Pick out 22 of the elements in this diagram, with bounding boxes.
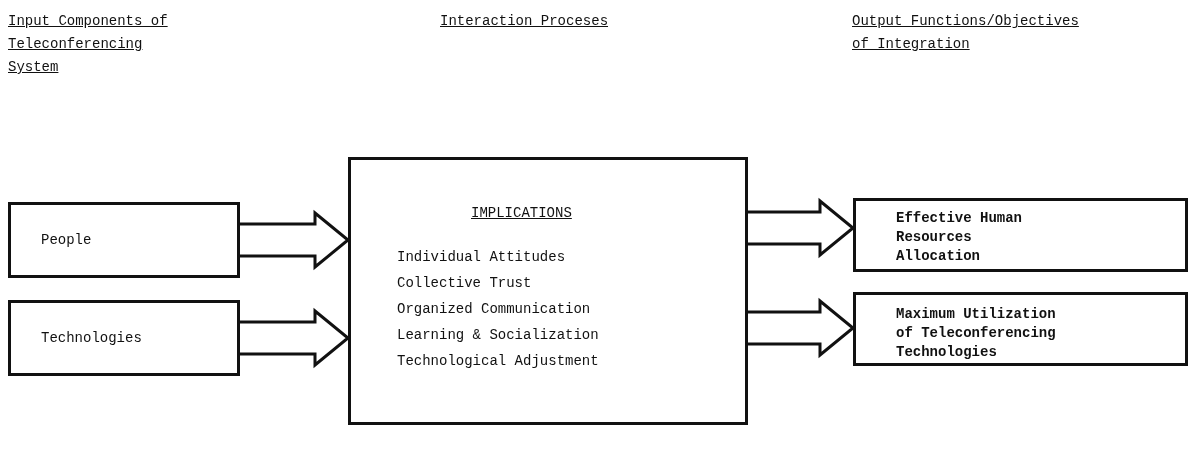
block-arrow xyxy=(238,209,351,271)
process-box xyxy=(853,198,1188,272)
heading-text: IMPLICATIONS xyxy=(471,204,572,222)
column-heading: Output Functions/Objectives of Integration xyxy=(852,12,1080,54)
box-text: Learning & Socialization xyxy=(397,326,599,344)
box-text: Collective Trust xyxy=(397,274,532,292)
column-heading: Interaction Proceses xyxy=(440,12,609,31)
box-text: People xyxy=(41,231,92,249)
process-box xyxy=(8,300,240,376)
box-text: Technologies xyxy=(41,329,142,347)
box-text: Individual Attitudes xyxy=(397,248,566,266)
process-box xyxy=(8,202,240,278)
box-text: Organized Communication xyxy=(397,300,591,318)
box-text: Maximum Utilization of Teleconferencing Technologies xyxy=(896,305,1057,362)
box-text: Technological Adjustment xyxy=(397,352,599,370)
process-box xyxy=(348,157,748,425)
column-heading: Input Components of Teleconferencing System xyxy=(8,12,169,77)
box-text: Effective Human Resources Allocation xyxy=(896,209,1024,266)
block-arrow xyxy=(746,297,856,359)
block-arrow xyxy=(238,307,351,369)
block-arrow xyxy=(746,197,856,259)
process-box xyxy=(853,292,1188,366)
